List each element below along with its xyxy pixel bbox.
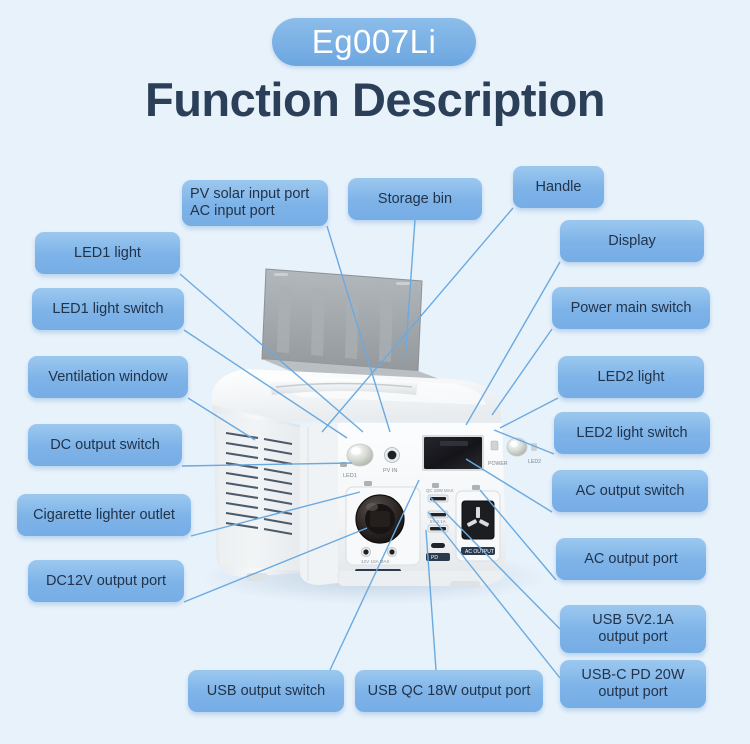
page-title: Function Description [145,73,606,126]
callout-dc12v-output-port: DC12V output port [28,560,184,602]
svg-text:12V 10A MAX: 12V 10A MAX [361,559,390,564]
callout-label: LED1 light switch [52,300,164,317]
callout-usb-output-switch: USB output switch [188,670,344,712]
callout-storage-bin: Storage bin [348,178,482,220]
callout-usb-5v21a-output-port: USB 5V2.1A output port [560,605,706,653]
led2-light-switch[interactable]: LED2 [528,443,541,465]
usb-5v21a-output-port[interactable]: 5V 2.1A [427,510,449,533]
callout-label: USB-C PD 20W output port [581,667,685,700]
callout-label: USB output switch [206,682,326,699]
callout-led1-light: LED1 light [35,232,180,274]
callout-label: Ventilation window [48,368,168,385]
led1-light [346,443,374,467]
storage-bin-lid [261,268,423,372]
svg-text:POWER: POWER [488,461,508,467]
callout-usb-c-pd-20w-output-port: USB-C PD 20W output port [560,660,706,708]
ac-output-panel: AC OUTPUT [455,485,501,562]
product-illustration: LED1 PV IN POWER LED2 [200,268,550,605]
callout-label: Cigarette lighter outlet [33,506,175,523]
callout-power-main-switch: Power main switch [552,287,710,329]
callout-label: AC output switch [575,482,685,499]
cigarette-lighter-outlet[interactable] [355,494,405,544]
callout-label: AC output port [584,550,678,567]
callout-ac-output-port: AC output port [556,538,706,580]
callout-ventilation-window: Ventilation window [28,356,188,398]
model-badge: Eg007Li [272,18,476,66]
dc-output-panel: 12V 10A MAX DC OUTPUT [345,481,421,577]
callout-label: Handle [535,178,582,195]
callout-label: Power main switch [570,299,692,316]
svg-text:5V 2.1A: 5V 2.1A [430,519,446,524]
callout-label: Storage bin [377,190,453,207]
callout-label: LED1 light [74,244,141,261]
callout-label: Display [608,232,656,249]
display [422,435,484,471]
led2-light [506,437,528,457]
callout-label: USB QC 18W output port [367,682,531,699]
device-corner-pillar [300,423,338,585]
svg-text:PV IN: PV IN [383,468,397,474]
svg-text:LED1: LED1 [343,473,357,479]
callout-cigarette-lighter-outlet: Cigarette lighter outlet [17,494,191,536]
ac-output-switch[interactable] [472,485,480,490]
callout-pv-solar-ac-input-port: PV solar input port AC input port [182,180,328,226]
svg-text:AC OUTPUT: AC OUTPUT [465,549,494,555]
callout-label: DC output switch [50,436,160,453]
callout-display: Display [560,220,704,262]
svg-text:PD: PD [431,555,438,561]
callout-led2-light: LED2 light [558,356,704,398]
callout-led1-light-switch: LED1 light switch [32,288,184,330]
svg-text:QC 18W MAX: QC 18W MAX [426,488,454,493]
callout-label: LED2 light switch [576,424,688,441]
callout-label: USB 5V2.1A output port [592,612,674,645]
callout-usb-qc-18w-output-port: USB QC 18W output port [355,670,543,712]
svg-text:LED2: LED2 [528,459,541,465]
callout-dc-output-switch: DC output switch [28,424,182,466]
callout-led2-light-switch: LED2 light switch [554,412,710,454]
callout-label: PV solar input port AC input port [190,186,310,219]
pv-solar-ac-input-port[interactable]: PV IN [383,447,400,475]
ac-output-port[interactable] [461,500,495,540]
callout-label: LED2 light [597,368,665,385]
usb-output-switch[interactable] [432,483,439,488]
callout-ac-output-switch: AC output switch [552,470,708,512]
callout-handle: Handle [513,166,604,208]
dc-output-switch[interactable] [364,481,372,486]
callout-label: DC12V output port [45,572,167,589]
